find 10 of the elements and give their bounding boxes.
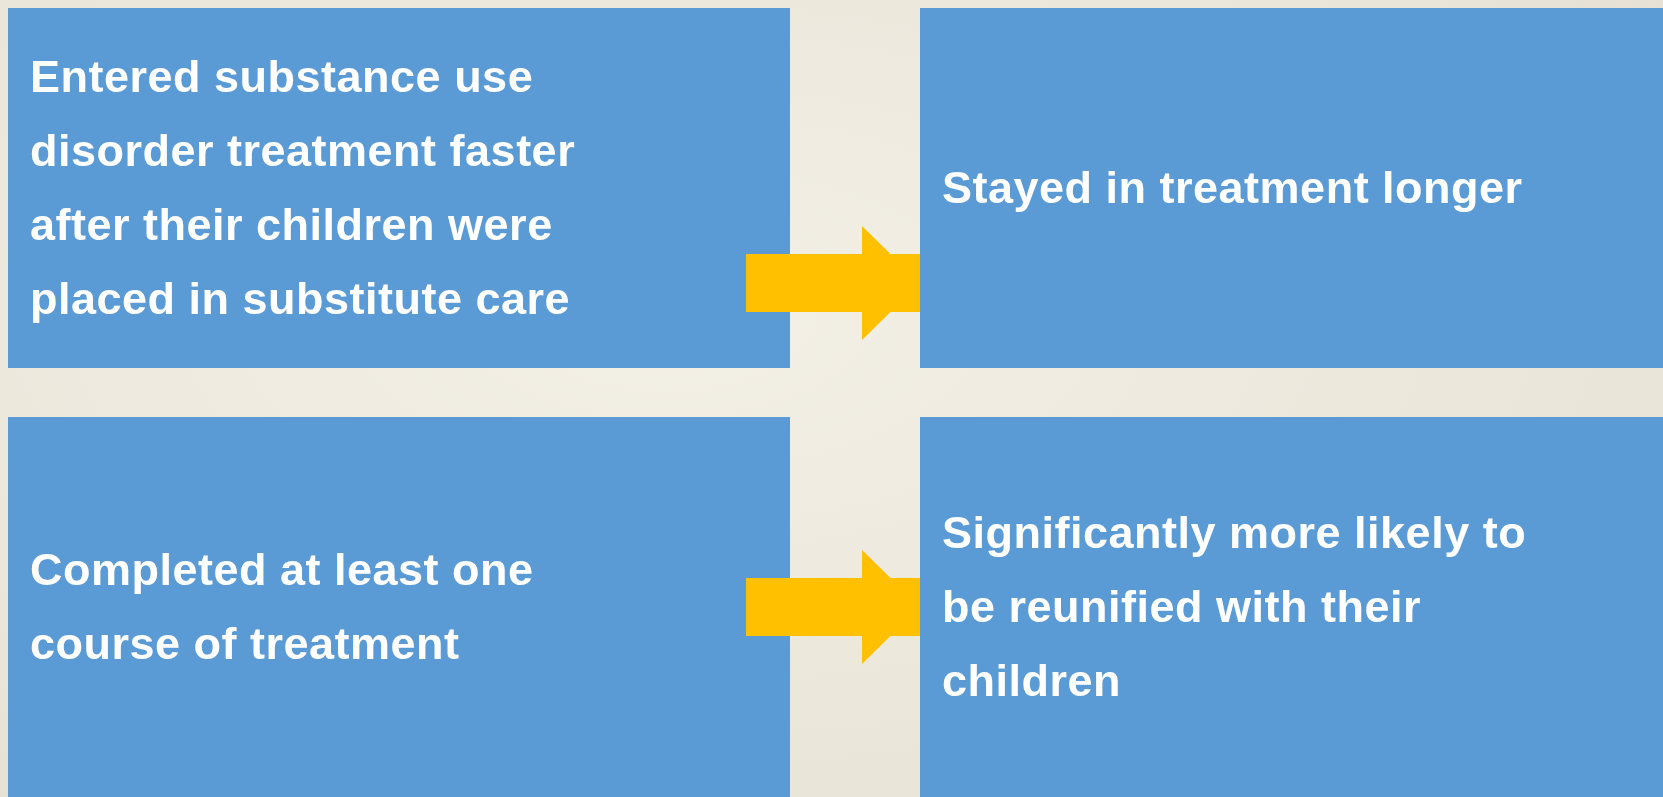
text-box bbox=[920, 8, 1663, 368]
box-text: Stayed in treatment longer bbox=[942, 161, 1523, 215]
box-text: Entered substance use disorder treatment faster after their children were placed in substitute care bbox=[30, 50, 577, 326]
box-text: Significantly more likely to be reunified with their children bbox=[942, 506, 1528, 708]
block-arrow bbox=[746, 226, 920, 340]
text-box bbox=[8, 8, 790, 368]
text-box bbox=[8, 417, 790, 797]
block-arrow bbox=[746, 550, 920, 664]
text-box bbox=[920, 417, 1663, 797]
box-text: Completed at least one course of treatment bbox=[30, 543, 535, 671]
